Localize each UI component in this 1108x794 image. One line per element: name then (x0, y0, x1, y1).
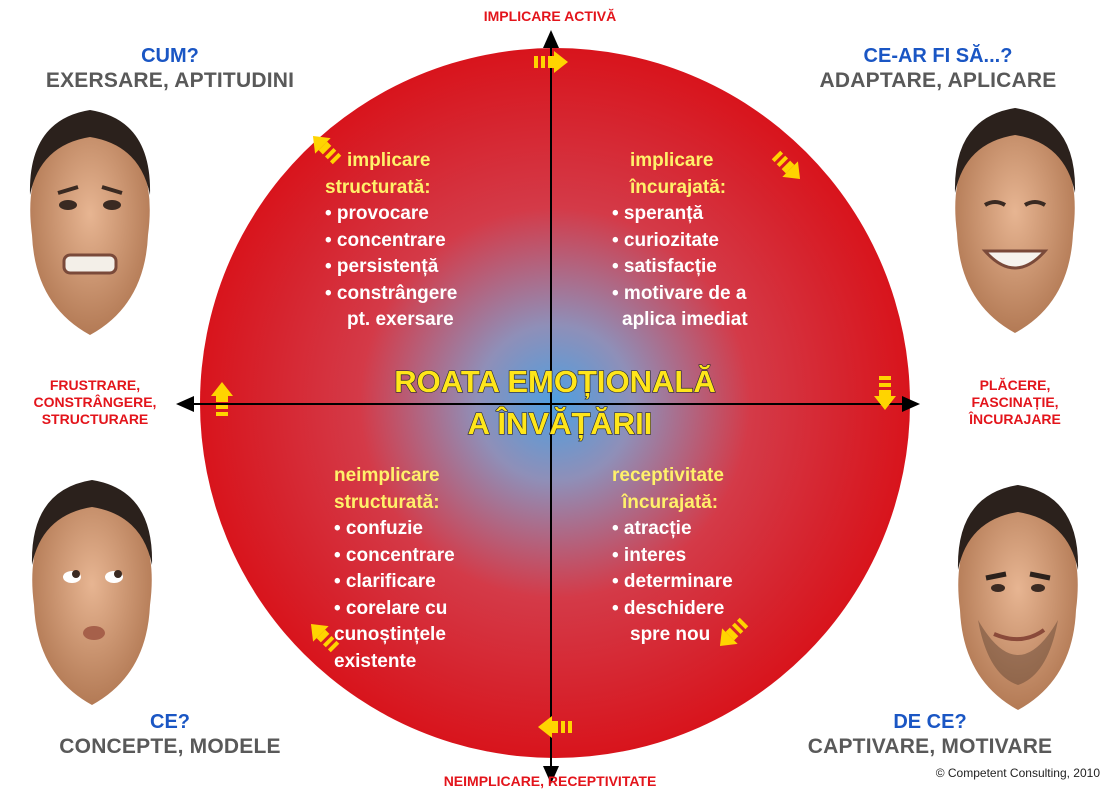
subtitle-adapt: ADAPTARE, APLICARE (819, 69, 1057, 92)
striped-arrow-upleft-bottom-icon (310, 623, 340, 653)
question-how: CUM? (141, 45, 199, 67)
smirking-face (957, 485, 1079, 710)
axis-label-top: IMPLICARE ACTIVĂ (483, 8, 617, 24)
axis-label-right: PLĂCERE,FASCINAȚIE,ÎNCURAJARE (969, 377, 1061, 427)
axis-label-bottom: NEIMPLICARE, RECEPTIVITATE (443, 773, 657, 789)
corner-bottom-right: DE CE? CAPTIVARE, MOTIVARE (760, 710, 1100, 759)
corner-top-left: CUM? EXERSARE, APTITUDINI (0, 44, 340, 93)
corner-bottom-left: CE? CONCEPTE, MODELE (0, 710, 340, 759)
question-what-if: CE-AR FI SĂ...? (863, 45, 1013, 67)
subtitle-captivate: CAPTIVARE, MOTIVARE (807, 735, 1053, 758)
striped-arrow-right-icon (534, 51, 568, 73)
center-title-line-1: ROATA EMOȚIONALĂ (394, 364, 715, 399)
grimacing-face (29, 110, 151, 335)
quadrant-bottom-right: receptivitate încurajată: • atracție • i… (612, 465, 733, 645)
striped-arrow-upleft-icon (312, 135, 342, 165)
thinking-face (31, 480, 153, 705)
subtitle-practice: EXERSARE, APTITUDINI (45, 69, 295, 92)
axis-label-left: FRUSTRARE,CONSTRÂNGERE,STRUCTURARE (33, 377, 157, 427)
center-title-line-2: A ÎNVĂȚĂRII (468, 405, 653, 441)
quadrant-top-right: implicare încurajată: • speranță • curio… (612, 150, 748, 330)
copyright: © Competent Consulting, 2010 (935, 766, 1100, 780)
corner-top-right: CE-AR FI SĂ...? ADAPTARE, APLICARE (768, 44, 1108, 93)
striped-arrow-downleft-icon (719, 617, 749, 647)
smiling-face (954, 108, 1076, 333)
center-title: ROATA EMOȚIONALĂ A ÎNVĂȚĂRII (394, 363, 717, 441)
question-why: DE CE? (893, 711, 967, 733)
striped-arrow-down-icon (874, 376, 896, 410)
question-what: CE? (150, 711, 190, 733)
quadrant-top-left: implicare structurată: • provocare • con… (325, 150, 458, 330)
subtitle-concepts: CONCEPTE, MODELE (59, 735, 281, 758)
striped-arrow-left-icon (538, 716, 572, 738)
quadrant-bottom-left: neimplicare structurată: • confuzie • co… (334, 465, 455, 672)
striped-arrow-up-icon (211, 382, 233, 416)
striped-arrow-downright-icon (771, 150, 801, 180)
